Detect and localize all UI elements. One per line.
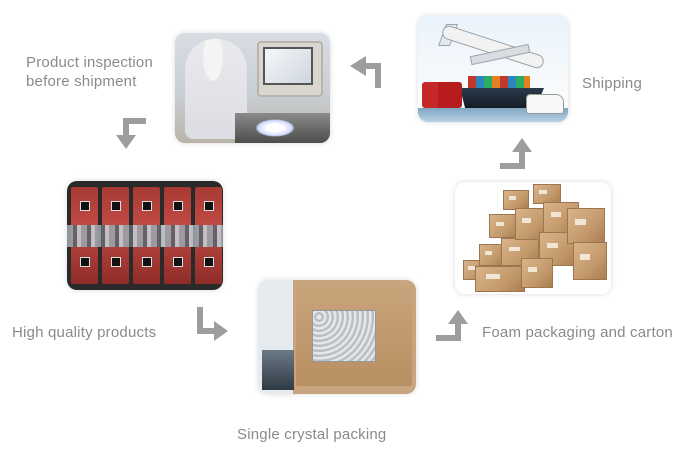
elbow-arrow-up-right-icon <box>436 310 468 341</box>
elbow-arrow-left-icon <box>350 56 381 88</box>
crystal-label: Single crystal packing <box>237 426 387 443</box>
inspection-label-text: Product inspection before shipment <box>26 54 154 90</box>
shipping-label: Shipping <box>582 75 642 92</box>
shipping-photo <box>418 16 568 122</box>
products-photo <box>67 181 223 290</box>
carton-photo <box>455 182 611 294</box>
elbow-arrow-down-icon <box>116 118 146 149</box>
inspection-label: Product inspection before shipment <box>26 53 153 91</box>
foam-carton-label: Foam packaging and carton <box>482 324 673 341</box>
crystal-packing-photo <box>258 280 416 394</box>
high-quality-label: High quality products <box>12 324 157 341</box>
elbow-arrow-down-right-icon <box>197 307 228 341</box>
inspection-photo <box>175 33 330 143</box>
elbow-arrow-up-icon <box>500 138 532 169</box>
